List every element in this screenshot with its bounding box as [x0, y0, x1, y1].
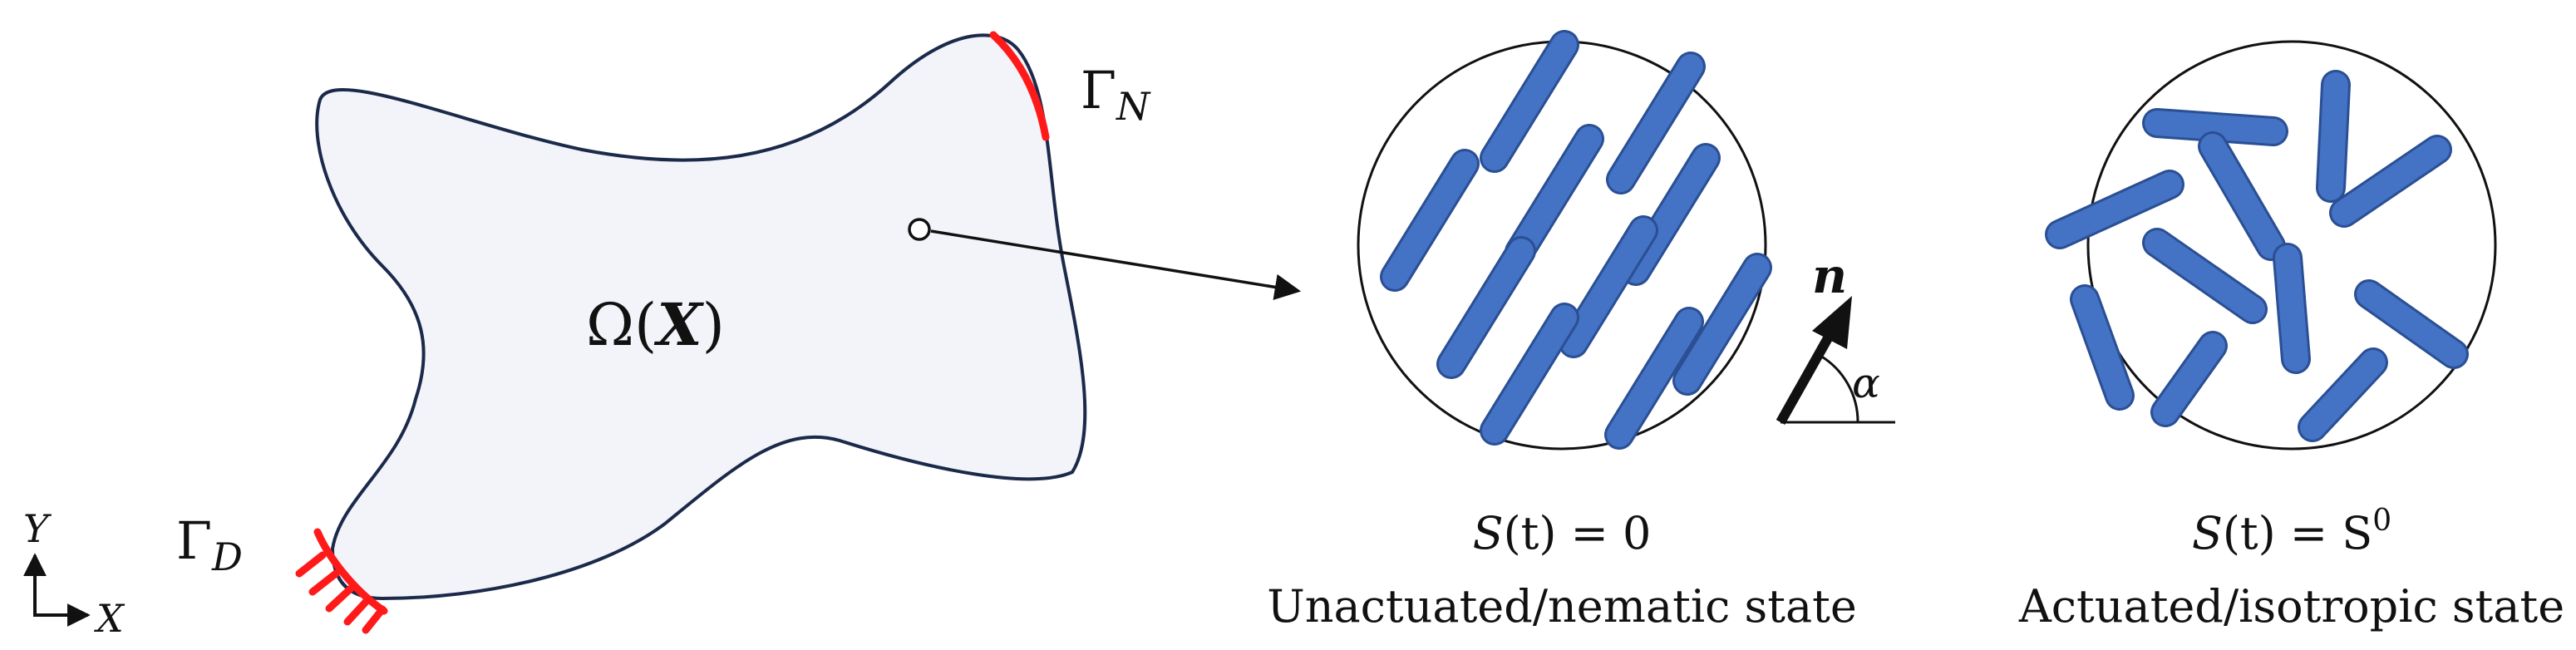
- nematic-equation: S(t) = 0: [1473, 507, 1652, 559]
- nematic-rod: [1623, 145, 1718, 283]
- isotropic-rod: [2332, 137, 2450, 225]
- isotropic-rod: [2047, 172, 2182, 247]
- nematic-rod: [1607, 309, 1702, 447]
- isotropic-rod: [2357, 282, 2466, 367]
- isotropic-eq-arg: (t) = S: [2223, 507, 2372, 559]
- angle-label: α: [1852, 359, 1880, 407]
- y-axis-label: Y: [23, 506, 52, 551]
- nematic-rod: [1675, 255, 1770, 393]
- neumann-label-sub: N: [1116, 84, 1151, 129]
- isotropic-rod: [2300, 350, 2386, 440]
- nematic-eq-arg: (t) = 0: [1504, 507, 1652, 559]
- isotropic-rod: [2200, 134, 2283, 259]
- nematic-rod: [1382, 151, 1477, 289]
- coordinate-axes: Y X: [23, 506, 126, 641]
- director-label: n: [1812, 248, 1847, 304]
- nematic-caption: S(t) = 0 Unactuated/nematic state: [1267, 507, 1857, 633]
- dirichlet-label-base: Γ: [176, 510, 212, 571]
- isotropic-eq-left: S: [2192, 507, 2223, 559]
- isotropic-rods: [2045, 70, 2469, 442]
- isotropic-eq-sup: 0: [2372, 504, 2391, 538]
- nematic-rod: [1608, 54, 1703, 192]
- zoom-arrow: [930, 229, 1302, 300]
- nematic-rod: [1507, 126, 1602, 264]
- director-arrowhead: [1812, 296, 1852, 349]
- nematic-eq-left: S: [1473, 507, 1504, 559]
- isotropic-caption: S(t) = S0 Actuated/isotropic state: [2018, 504, 2564, 633]
- nematic-rod: [1482, 32, 1577, 170]
- nematic-rods: [1380, 30, 1772, 450]
- domain-label-close: ): [702, 291, 725, 359]
- director-arrow: [1776, 334, 1834, 425]
- dirichlet-label: ΓD: [176, 510, 243, 579]
- material-point: [908, 218, 931, 241]
- isotropic-rod: [2072, 287, 2132, 408]
- isotropic-rod: [2153, 333, 2225, 425]
- isotropic-rod: [2318, 72, 2348, 200]
- nematic-rod: [1561, 218, 1656, 356]
- isotropic-state-label: Actuated/isotropic state: [2018, 580, 2564, 633]
- director-indicator: n α: [1776, 248, 1895, 425]
- isotropic-rod: [2145, 111, 2286, 144]
- domain-shape: [315, 33, 1087, 601]
- nematic-rod: [1482, 305, 1577, 443]
- isotropic-rod: [2275, 245, 2308, 372]
- neumann-label-base: Γ: [1081, 60, 1116, 121]
- domain-label-omega: Ω(: [586, 291, 657, 359]
- angle-arc: [1820, 354, 1859, 423]
- neumann-label: ΓN: [1081, 60, 1151, 129]
- neumann-boundary: [989, 31, 1050, 141]
- domain-label-x: X: [653, 290, 704, 359]
- isotropic-rod: [2145, 230, 2265, 322]
- dirichlet-boundary: [295, 528, 388, 634]
- x-axis-label: X: [94, 596, 126, 641]
- domain-label: Ω(X): [586, 290, 725, 359]
- nematic-state-label: Unactuated/nematic state: [1267, 580, 1857, 633]
- nematic-rod: [1439, 239, 1534, 377]
- isotropic-equation: S(t) = S0: [2192, 504, 2391, 559]
- dirichlet-label-sub: D: [211, 534, 243, 579]
